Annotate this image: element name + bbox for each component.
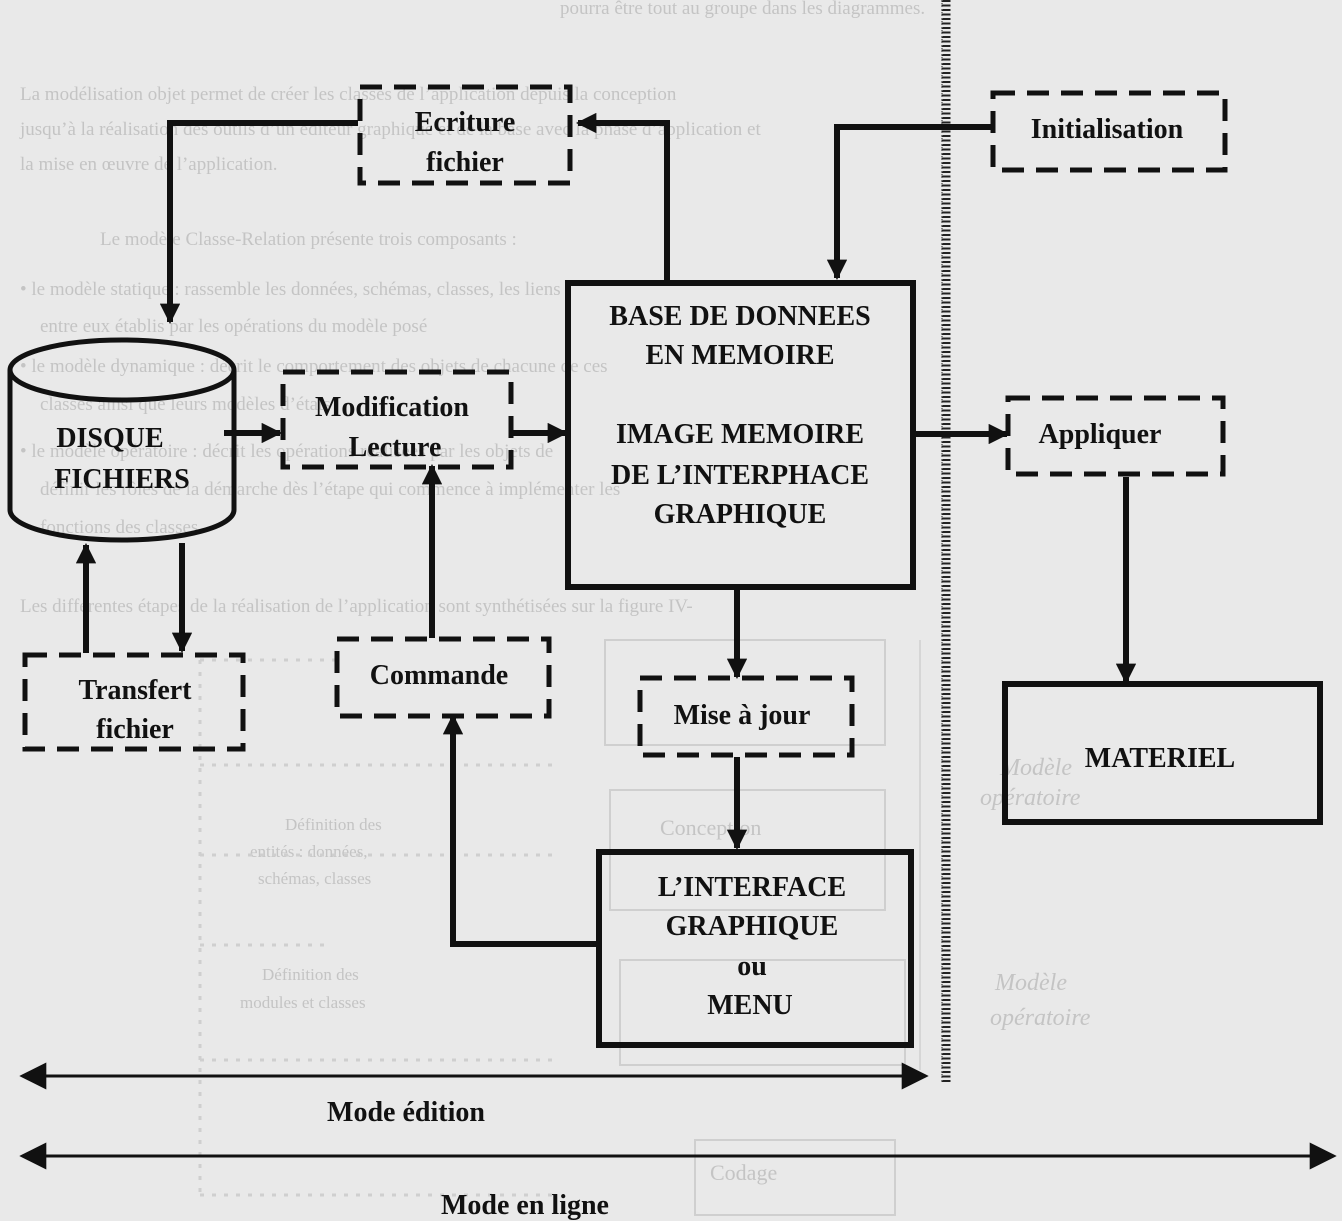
label-base-line2: EN MEMOIRE: [646, 340, 835, 371]
label-transfert-line1: Transfert: [79, 675, 193, 706]
bg-figure-label: modules et classes: [240, 993, 366, 1012]
dashed-boxes: [22, 84, 1228, 758]
bg-line: définir les rôles de la démarche dès l’é…: [40, 479, 620, 500]
materiel-box: [1002, 681, 1323, 825]
solid-boxes: [565, 280, 1323, 1048]
miseajour-box: [637, 675, 855, 758]
bg-figure-label: Conception: [660, 815, 761, 840]
label-appliquer: Appliquer: [1039, 419, 1162, 450]
mode-ranges: [19, 1062, 1337, 1170]
bg-figure-label: Modèle: [999, 755, 1072, 781]
label-initialisation: Initialisation: [1031, 114, 1184, 145]
disque-cylinder: [7, 337, 237, 543]
label-modification-line2: Lecture: [349, 432, 442, 463]
appliquer-box: [1005, 395, 1226, 477]
label-interface-line1: L’INTERFACE: [658, 872, 846, 903]
label-base-line1: BASE DE DONNEES: [609, 301, 870, 332]
label-interface-line3: ou: [737, 951, 767, 982]
bg-line: Le modèle Classe-Relation présente trois…: [100, 229, 517, 250]
bg-figure-label: Modèle: [994, 970, 1067, 996]
label-materiel: MATERIEL: [1085, 743, 1235, 774]
label-base-line3: IMAGE MEMOIRE: [616, 419, 864, 450]
label-interface-line4: MENU: [707, 990, 793, 1021]
bg-figure-label: opératoire: [990, 1005, 1091, 1031]
bg-line: • le modèle dynamique : décrit le compor…: [20, 356, 608, 377]
mode-separator: [941, 0, 951, 1082]
base-de-donnees-box: [565, 280, 916, 590]
label-ecriture-line2: fichier: [426, 147, 504, 178]
arrow-base-to-ecriture: [575, 112, 670, 280]
interface-graphique-box: [596, 849, 914, 1048]
bg-figure-label: Codage: [710, 1160, 777, 1185]
label-modification-line1: Modification: [315, 392, 469, 423]
label-base-line5: GRAPHIQUE: [654, 499, 827, 530]
ecriture-fichier-box: [357, 84, 573, 186]
bg-line: • le modèle statique : rassemble les don…: [20, 279, 561, 300]
initialisation-box: [990, 90, 1228, 173]
label-disque-line1: DISQUE: [56, 423, 163, 454]
bg-line: pourra être tout au groupe dans les diag…: [560, 0, 925, 19]
modification-lecture-box: [280, 369, 514, 470]
label-interface-line2: GRAPHIQUE: [666, 911, 839, 942]
node-labels: Ecriture fichier Initialisation BASE DE …: [54, 107, 1235, 1021]
label-transfert-line2: fichier: [96, 714, 174, 745]
label-disque-line2: FICHIERS: [54, 464, 189, 495]
mode-edition-label: Mode édition: [327, 1097, 485, 1128]
transfert-fichier-box: [22, 652, 246, 752]
label-commande: Commande: [370, 660, 508, 691]
mode-en-ligne-label: Mode en ligne: [441, 1190, 609, 1221]
commande-box: [334, 636, 552, 719]
bg-figure-label: entités : données,: [250, 842, 368, 861]
bg-figure-label: schémas, classes: [258, 869, 371, 888]
arrow-ecriture-to-disque: [159, 120, 358, 325]
bg-figure-label: Définition des: [285, 815, 382, 834]
bg-line: entre eux établis par les opérations du …: [40, 316, 427, 337]
arrow-init-to-base: [826, 124, 993, 281]
bg-line: la mise en œuvre de l’application.: [20, 154, 277, 175]
bg-line: Les différentes étapes de la réalisation…: [20, 596, 693, 617]
bg-line: • le modèle opératoire : décrit les opér…: [20, 441, 553, 462]
bg-line: La modélisation objet permet de créer le…: [20, 84, 677, 105]
bg-figure-label: opératoire: [980, 785, 1081, 811]
label-ecriture-line1: Ecriture: [415, 107, 516, 138]
connectors: [75, 112, 1137, 947]
bg-line: fonctions des classes.: [40, 517, 203, 538]
label-miseajour: Mise à jour: [674, 700, 811, 731]
arrow-interface-to-commande: [442, 713, 598, 947]
bg-figure-label: Définition des: [262, 965, 359, 984]
label-base-line4: DE L’INTERPHACE: [611, 460, 869, 491]
